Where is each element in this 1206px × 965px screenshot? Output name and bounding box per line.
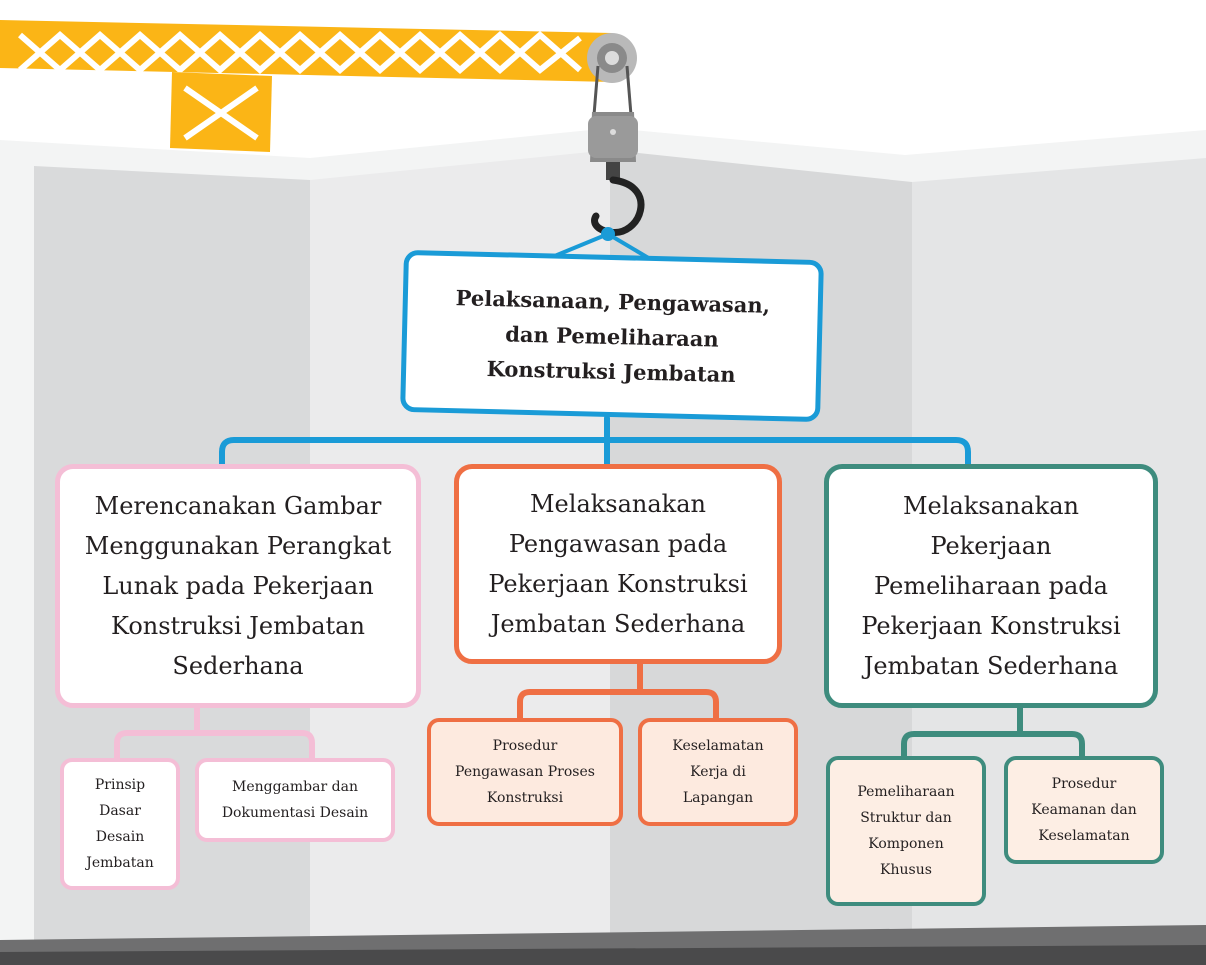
leaf-node-field-safety: Keselamatan Kerja di Lapangan bbox=[638, 718, 798, 826]
leaf-node-text: Pemeliharaan Struktur dan Komponen Khusu… bbox=[857, 779, 954, 883]
connector-root bbox=[219, 415, 971, 469]
hook-assembly bbox=[588, 65, 645, 236]
leaf-line: Konstruksi bbox=[486, 790, 564, 806]
leaf-node-text: Prinsip Dasar Desain Jembatan bbox=[86, 772, 153, 876]
leaf-line: Pengawasan Proses bbox=[455, 764, 595, 780]
leaf-line: Menggambar dan bbox=[232, 779, 358, 795]
pulley bbox=[587, 33, 637, 83]
leaf-line: Desain bbox=[95, 829, 145, 845]
leaf-line: Prosedur bbox=[492, 738, 558, 754]
leaf-line: Khusus bbox=[880, 862, 932, 878]
branch-line: Pekerjaan Konstruksi bbox=[488, 570, 748, 598]
branch-node-text: Melaksanakan Pengawasan pada Pekerjaan K… bbox=[488, 484, 747, 644]
branch-line: Pekerjaan bbox=[930, 532, 1052, 560]
leaf-node-text: Menggambar dan Dokumentasi Desain bbox=[222, 774, 368, 826]
leaf-line: Dokumentasi Desain bbox=[221, 805, 369, 821]
branch-line: Jembatan Sederhana bbox=[490, 610, 746, 638]
leaf-line: Keselamatan bbox=[1038, 828, 1130, 844]
leaf-line: Keselamatan bbox=[672, 738, 764, 754]
leaf-node-design-principles: Prinsip Dasar Desain Jembatan bbox=[60, 758, 180, 890]
leaf-line: Jembatan bbox=[86, 855, 154, 871]
branch-node-text: Melaksanakan Pekerjaan Pemeliharaan pada… bbox=[861, 486, 1120, 686]
branch-line: Pengawasan pada bbox=[508, 530, 728, 558]
branch-line: Konstruksi Jembatan bbox=[111, 612, 365, 640]
connector-pink bbox=[114, 705, 315, 763]
root-node: Pelaksanaan, Pengawasan, dan Pemeliharaa… bbox=[400, 249, 824, 423]
leaf-line: Komponen bbox=[868, 836, 944, 852]
crane-arm bbox=[0, 20, 612, 152]
leaf-line: Struktur dan bbox=[860, 810, 952, 826]
connector-teal bbox=[901, 705, 1085, 761]
leaf-line: Prosedur bbox=[1051, 776, 1117, 792]
leaf-node-text: Prosedur Keamanan dan Keselamatan bbox=[1031, 771, 1137, 849]
leaf-line: Pemeliharaan bbox=[857, 784, 955, 800]
leaf-node-text: Prosedur Pengawasan Proses Konstruksi bbox=[455, 733, 595, 811]
leaf-line: Keamanan dan bbox=[1031, 802, 1137, 818]
branch-node-maintenance: Melaksanakan Pekerjaan Pemeliharaan pada… bbox=[824, 464, 1158, 708]
leaf-line: Kerja di bbox=[690, 764, 746, 780]
leaf-line: Lapangan bbox=[682, 790, 754, 806]
branch-line: Pemeliharaan pada bbox=[874, 572, 1108, 600]
branch-line: Melaksanakan bbox=[529, 490, 706, 518]
branch-line: Merencanakan Gambar bbox=[94, 492, 382, 520]
branch-node-design: Merencanakan Gambar Menggunakan Perangka… bbox=[55, 464, 421, 708]
connector-orange bbox=[517, 661, 719, 723]
leaf-line: Prinsip bbox=[94, 777, 146, 793]
branch-line: Menggunakan Perangkat bbox=[84, 532, 392, 560]
branch-line: Jembatan Sederhana bbox=[863, 652, 1119, 680]
branch-node-text: Merencanakan Gambar Menggunakan Perangka… bbox=[85, 486, 392, 686]
leaf-line: Dasar bbox=[99, 803, 141, 819]
leaf-node-security-procedure: Prosedur Keamanan dan Keselamatan bbox=[1004, 756, 1164, 864]
root-line: Konstruksi Jembatan bbox=[486, 355, 736, 387]
leaf-node-text: Keselamatan Kerja di Lapangan bbox=[672, 733, 763, 811]
branch-line: Pekerjaan Konstruksi bbox=[861, 612, 1121, 640]
branch-node-supervision: Melaksanakan Pengawasan pada Pekerjaan K… bbox=[454, 464, 782, 664]
leaf-node-drawing-documentation: Menggambar dan Dokumentasi Desain bbox=[195, 758, 395, 842]
leaf-node-supervision-procedure: Prosedur Pengawasan Proses Konstruksi bbox=[427, 718, 623, 826]
branch-line: Sederhana bbox=[172, 652, 304, 680]
root-node-text: Pelaksanaan, Pengawasan, dan Pemeliharaa… bbox=[454, 280, 771, 393]
branch-line: Lunak pada Pekerjaan bbox=[102, 572, 374, 600]
branch-line: Melaksanakan bbox=[902, 492, 1079, 520]
leaf-node-structure-maintenance: Pemeliharaan Struktur dan Komponen Khusu… bbox=[826, 756, 986, 906]
